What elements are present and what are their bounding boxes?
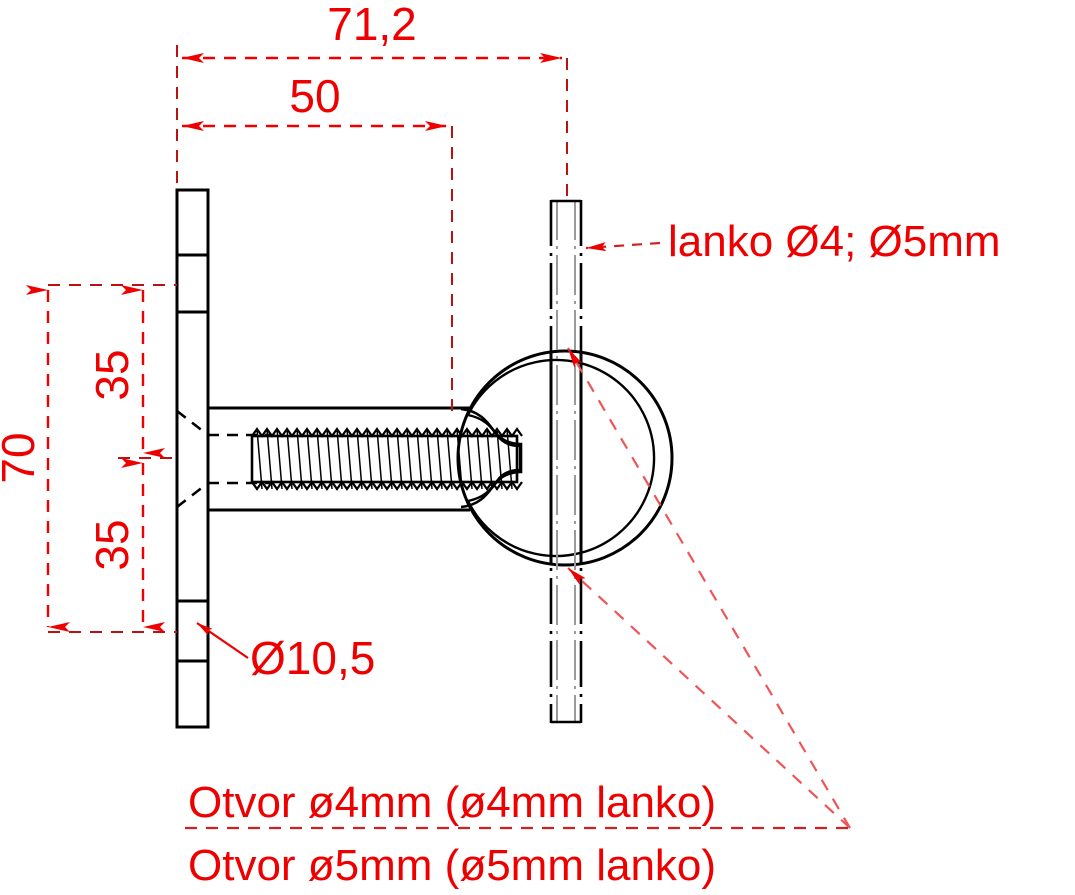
threaded-shank (250, 427, 523, 491)
cable-lanko (549, 199, 583, 724)
dimension-texts: 71,2 50 70 35 35 Ø10,5 lanko Ø4; Ø5mm Ot… (0, 0, 1001, 890)
thread-crest-lower (251, 480, 523, 491)
mounting-plate (175, 188, 210, 729)
hole-chamfer-lower (176, 481, 209, 509)
dim-text-spacing-lower: 35 (86, 519, 138, 570)
label-cable-callout: lanko Ø4; Ø5mm (668, 217, 1001, 266)
leader-hole-diameter (196, 622, 249, 659)
dimension-lines (26, 45, 851, 830)
knob-groove (460, 407, 523, 509)
leader-note-hole-5mm (567, 567, 851, 829)
leader-cable-callout (585, 241, 661, 252)
knob-inner-profile (466, 358, 656, 558)
thread-body (250, 434, 519, 484)
dim-text-hole-diameter: Ø10,5 (250, 632, 375, 684)
knob-head (456, 349, 674, 567)
thread-flanks (256, 428, 513, 490)
dim-text-spacing-upper: 35 (86, 349, 138, 400)
part-geometry (175, 188, 674, 729)
plate-outline (175, 188, 210, 729)
dim-text-overall-length: 71,2 (327, 0, 417, 50)
leader-note-hole-4mm (567, 347, 851, 829)
note-hole-5mm: Otvor ø5mm (ø5mm lanko) (188, 841, 716, 890)
knob-outer-circle (456, 349, 674, 567)
dim-text-thread-length: 50 (289, 70, 340, 122)
countersunk-hole (176, 409, 272, 509)
note-hole-4mm: Otvor ø4mm (ø4mm lanko) (188, 778, 716, 827)
hole-chamfer-upper (176, 409, 209, 437)
sleeve-body (208, 406, 470, 512)
dim-text-plate-height: 70 (0, 432, 44, 483)
